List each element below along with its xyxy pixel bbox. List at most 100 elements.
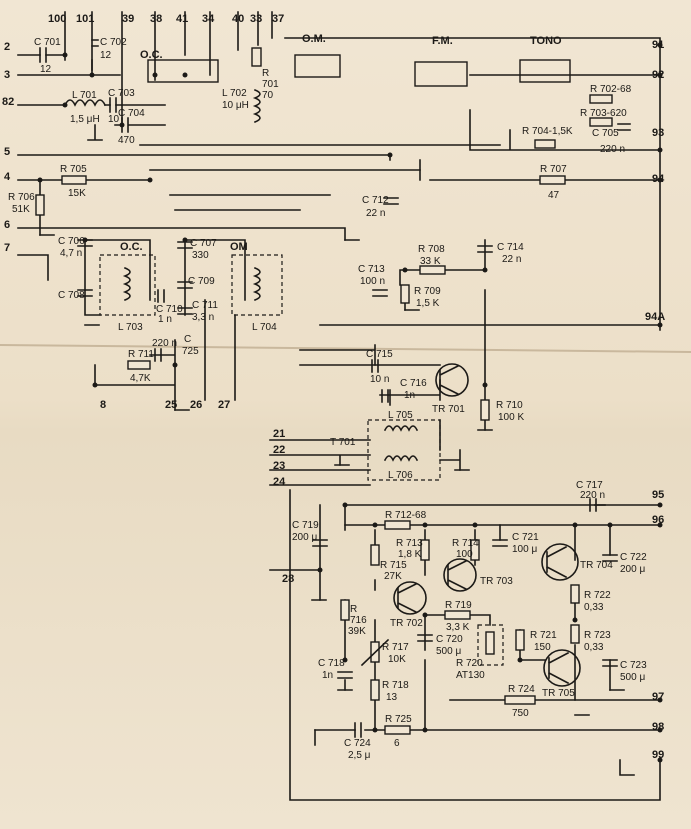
label-r704: R 704-1,5K: [522, 126, 573, 137]
value-r710: 100 K: [498, 412, 524, 423]
label-r719: R 719: [445, 600, 472, 611]
value-c702: 12: [100, 50, 112, 61]
label-sw-fm: F.M.: [432, 35, 453, 47]
label-tr704: TR 704: [580, 560, 613, 571]
resistor-r706: [35, 194, 45, 216]
value-r719: 3,3 K: [446, 622, 470, 633]
transistor-tr701: [435, 363, 469, 397]
switch-fm[interactable]: [414, 61, 468, 87]
value-r715: 27K: [384, 571, 402, 582]
label-tr701: TR 701: [432, 404, 465, 415]
label-c702: C 702: [100, 37, 127, 48]
inductor-l704: [252, 266, 261, 302]
value-c711: 3,3 n: [192, 312, 214, 323]
value-c716: 1n: [404, 390, 415, 401]
resistor-r718: [370, 679, 380, 701]
capacitor-c717: [589, 498, 597, 512]
terminal-bottom-1: 25: [165, 399, 177, 411]
transformer-l705-l706: [367, 419, 441, 481]
resistor-r704: [534, 139, 556, 149]
value-r714: 100: [456, 549, 473, 560]
label-r717: R 717: [382, 642, 409, 653]
capacitor-c707: [177, 241, 193, 249]
value-r705: 15K: [68, 188, 86, 199]
label-oc: O.C.: [120, 241, 143, 253]
label-c704: C 704: [118, 108, 145, 119]
capacitor-c722: [602, 554, 618, 562]
label-r712: R 712-68: [385, 510, 427, 521]
label-l703: L 703: [118, 322, 143, 333]
capacitor-c719: [312, 539, 328, 547]
capacitor-c712: [383, 197, 399, 205]
terminal-bottom-8: 28: [282, 573, 294, 585]
coil-l703: [99, 254, 156, 316]
label-r708: R 708: [418, 244, 445, 255]
label-c715: C 715: [366, 349, 393, 360]
value-c712: 22 n: [366, 208, 385, 219]
resistor-r712: [384, 520, 411, 530]
label-l706: L 706: [388, 470, 413, 481]
value-c704: 470: [118, 135, 135, 146]
component-labels: O.C. O.M. F.M. TONO O.C. OM C 701 12 C 7…: [8, 33, 647, 761]
switch-oc[interactable]: [147, 59, 219, 83]
value-r701: 70: [262, 90, 274, 101]
label-r707: R 707: [540, 164, 567, 175]
value-r709: 1,5 K: [416, 298, 440, 309]
terminal-right-9: 99: [652, 749, 664, 761]
value-l702: 10 μH: [222, 100, 249, 111]
resistor-r707: [539, 175, 566, 185]
inductor-l702: [252, 88, 261, 124]
value-r717: 10K: [388, 654, 406, 665]
label-r718: R 718: [382, 680, 409, 691]
switch-tono[interactable]: [519, 59, 571, 83]
label-c705: C 705: [592, 128, 619, 139]
label-r716-num: 716: [350, 615, 367, 626]
value-c703: 10: [108, 114, 120, 125]
resistor-r709: [400, 284, 410, 304]
trimmer-arrow: [360, 638, 390, 667]
value-r724: 750: [512, 708, 529, 719]
capacitor-c709: [177, 281, 193, 289]
value-r723: 0,33: [584, 642, 604, 653]
terminal-right-2: 93: [652, 127, 664, 139]
resistor-r711: [127, 360, 151, 370]
coil-l704: [231, 254, 283, 316]
capacitor-c715: [371, 359, 379, 373]
value-c720: 500 μ: [436, 646, 461, 657]
label-r715: R 715: [380, 560, 407, 571]
label-r705: R 705: [60, 164, 87, 175]
label-r702: R 702-68: [590, 84, 632, 95]
resistor-r716: [340, 599, 350, 621]
label-r716: R: [350, 604, 357, 615]
terminal-right-8: 98: [652, 721, 664, 733]
terminal-top-0: 100: [48, 13, 66, 25]
label-r723: R 723: [584, 630, 611, 641]
resistor-r703: [589, 117, 613, 127]
paper-fold: [0, 344, 691, 353]
label-c717: C 717: [576, 480, 603, 491]
label-l702: L 702: [222, 88, 247, 99]
capacitor-c705: [617, 123, 631, 131]
resistor-r724: [504, 695, 536, 705]
value-c707: 330: [192, 250, 209, 261]
label-r720: R 720: [456, 658, 483, 669]
label-c703: C 703: [108, 88, 135, 99]
switch-om[interactable]: [294, 54, 341, 78]
value-c715: 10 n: [370, 374, 389, 385]
label-c706: C 706: [58, 236, 85, 247]
terminal-right-7: 97: [652, 691, 664, 703]
value-r707: 47: [548, 190, 560, 201]
transistor-tr705: [543, 649, 581, 687]
resistor-r722: [570, 584, 580, 604]
label-c725-num: 725: [182, 346, 199, 357]
terminal-bottom-0: 8: [100, 399, 106, 411]
terminal-top-1: 101: [76, 13, 94, 25]
terminal-left-0: 2: [4, 41, 10, 53]
label-l701: L 701: [72, 90, 97, 101]
capacitor-c720: [417, 634, 433, 642]
label-tr705: TR 705: [542, 688, 575, 699]
value-r720: AT130: [456, 670, 485, 681]
resistor-r723: [570, 624, 580, 644]
label-r710: R 710: [496, 400, 523, 411]
